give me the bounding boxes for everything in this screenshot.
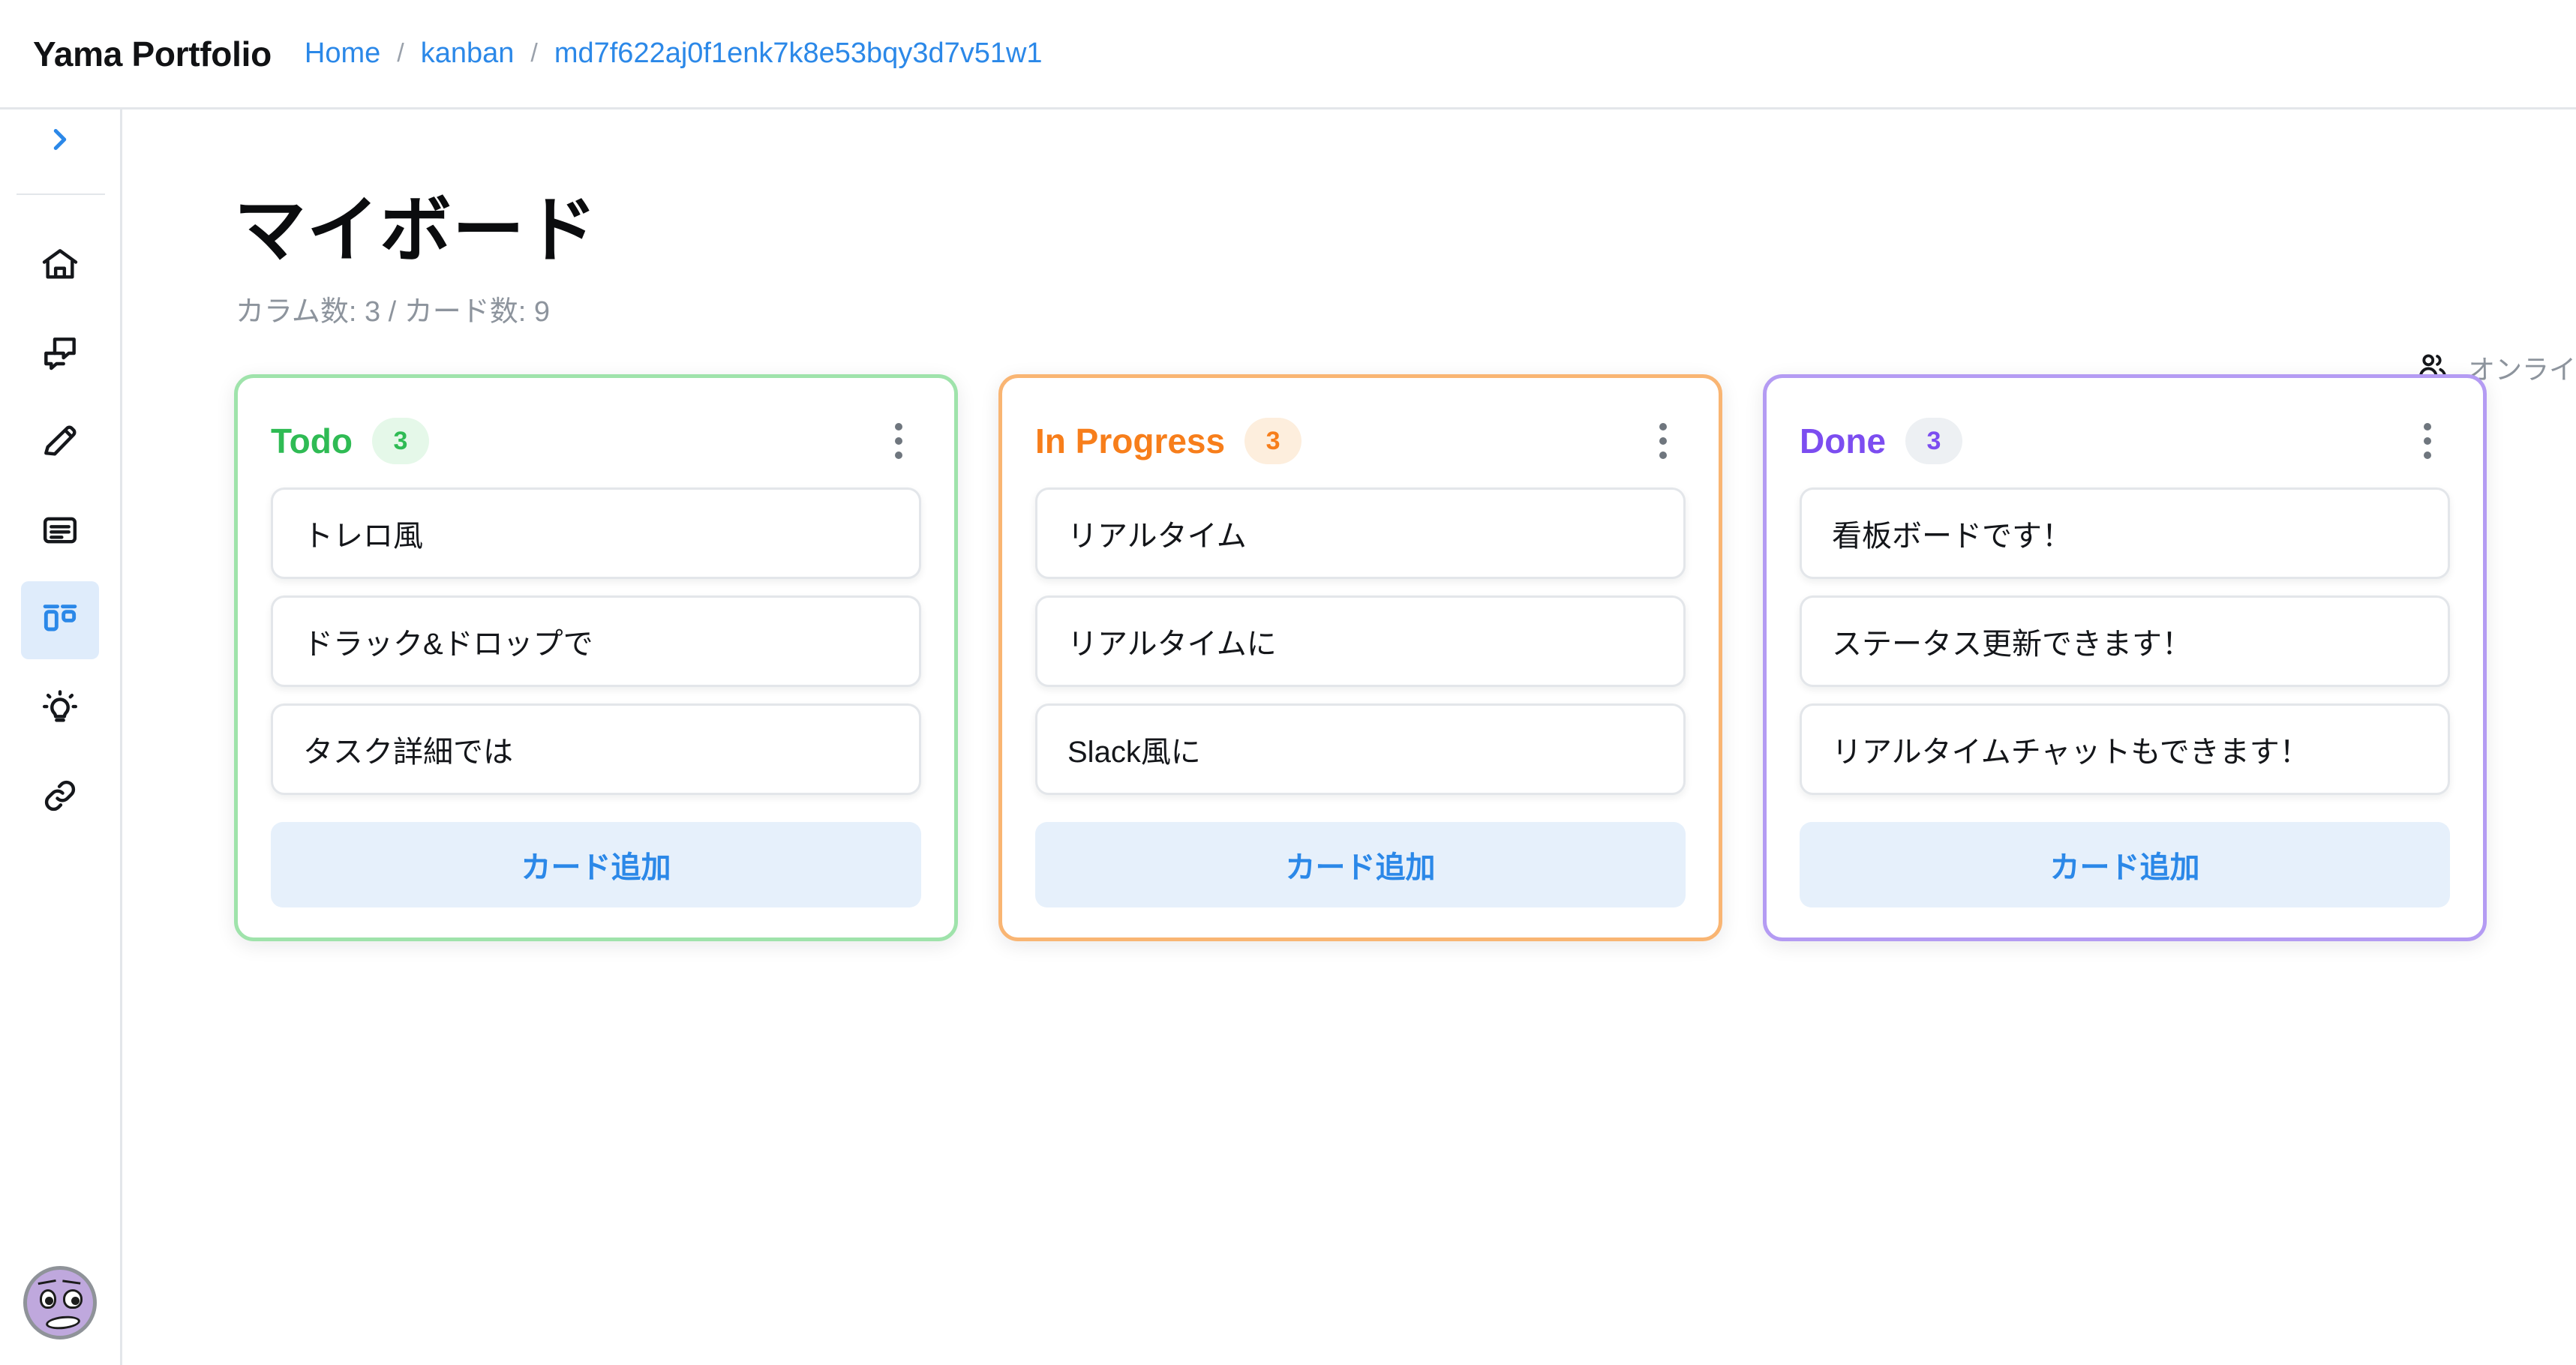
breadcrumb: Home / kanban / md7f622aj0f1enk7k8e53bqy3d7v… [305,38,1043,70]
brand-title: Yama Portfolio [33,34,272,74]
column-count-badge: 3 [371,418,429,464]
kanban-column: Todo 3 トレロ風ドラック&ドロップでタスク詳細ではカード追加 [234,374,958,941]
kanban-card[interactable]: Slack風に [1035,704,1686,795]
kanban-card[interactable]: リアルタイムに [1035,596,1686,687]
add-card-button[interactable]: カード追加 [1035,822,1686,908]
kanban-card[interactable]: リアルタイムチャットもできます！ [1800,704,2450,795]
avatar-eye-left [40,1289,56,1309]
sidebar-item-chat[interactable] [0,310,120,399]
column-header: In Progress 3 [1035,400,1686,482]
card-list: リアルタイムリアルタイムに Slack風に [1035,488,1686,795]
column-menu-icon[interactable] [876,412,921,470]
main-content: マイボード カラム数: 3 / カード数: 9 オンライ Todo 3 トレロ風ドラ… [125,112,2576,1365]
column-title: Todo [271,422,353,460]
article-icon [39,509,81,555]
kanban-card[interactable]: ドラック&ドロップで [271,596,921,687]
kanban-icon [39,598,81,644]
kanban-card[interactable]: リアルタイム [1035,488,1686,579]
sidebar-divider [17,194,105,195]
kanban-column: Done 3 看板ボードです！ ステータス更新できます！ リアルタイムチャットもできます… [1763,374,2487,941]
link-icon [39,775,81,820]
card-title: ドラック&ドロップで [303,628,593,661]
kanban-card[interactable]: 看板ボードです！ [1800,488,2450,579]
breadcrumb-separator: / [530,39,538,68]
pencil-icon [39,421,81,466]
sidebar-nav [0,222,120,842]
online-label: オンライ [2467,354,2576,385]
sidebar-item-kanban[interactable] [0,576,120,664]
sidebar [0,110,122,1365]
card-list: 看板ボードです！ ステータス更新できます！ リアルタイムチャットもできます！ [1800,488,2450,795]
breadcrumb-link-0[interactable]: Home [304,38,381,69]
kanban-column: In Progress 3 リアルタイムリアルタイムに Slack風にカード追加 [998,374,1722,941]
column-count-badge: 3 [1244,418,1302,464]
avatar-pupil-left [45,1297,53,1305]
card-title: リアルタイムチャットもできます！ [1832,736,2310,769]
home-icon [39,244,81,290]
avatar[interactable] [23,1266,97,1340]
breadcrumb-separator: / [397,39,404,68]
menu-dot [1659,423,1667,430]
add-card-button[interactable]: カード追加 [271,822,921,908]
column-header: Done 3 [1800,400,2450,482]
column-count-badge: 3 [1905,418,1962,464]
menu-dot [895,423,902,430]
kanban-card[interactable]: トレロ風 [271,488,921,579]
people-icon [2415,349,2450,387]
card-title: タスク詳細では [303,736,513,769]
app-header: Yama Portfolio Home / kanban / md7f622aj0f1e… [0,0,2576,110]
lightbulb-icon [39,686,81,732]
card-title: 看板ボードです！ [1832,520,2072,553]
sidebar-item-edit[interactable] [0,399,120,488]
sidebar-avatar-wrapper[interactable] [0,1266,120,1340]
sidebar-item-ideas[interactable] [0,664,120,753]
column-title: In Progress [1035,422,1226,460]
menu-dot [1659,452,1667,459]
breadcrumb-link-2[interactable]: kanban [420,38,515,69]
avatar-pupil-right [71,1297,80,1305]
sidebar-item-links[interactable] [0,753,120,842]
page-title: マイボード [234,190,598,271]
sidebar-item-home[interactable] [0,222,120,310]
column-header: Todo 3 [271,400,921,482]
avatar-mouth [45,1314,81,1331]
card-title: リアルタイム [1067,520,1247,553]
column-menu-icon[interactable] [1641,412,1686,470]
sidebar-toggle-button[interactable] [0,110,120,172]
add-card-button[interactable]: カード追加 [1800,822,2450,908]
menu-dot [1659,437,1667,445]
menu-dot [2424,452,2431,459]
kanban-card[interactable]: タスク詳細では [271,704,921,795]
menu-dot [2424,437,2431,445]
column-menu-icon[interactable] [2405,412,2450,470]
menu-dot [2424,423,2431,430]
menu-dot [895,452,902,459]
card-list: トレロ風ドラック&ドロップでタスク詳細では [271,488,921,795]
menu-dot [895,437,902,445]
chevron-right-icon [43,122,77,160]
card-title: リアルタイムに [1067,628,1277,661]
avatar-brow-left [38,1279,57,1288]
avatar-brow-right [62,1280,81,1288]
card-title: トレロ風 [303,520,423,553]
breadcrumb-link-4[interactable]: md7f622aj0f1enk7k8e53bqy3d7v51w1 [554,38,1043,69]
kanban-card[interactable]: ステータス更新できます！ [1800,596,2450,687]
column-title: Done [1800,422,1886,460]
card-title: ステータス更新できます！ [1832,628,2192,661]
online-indicator: オンライ [2415,348,2576,387]
card-title: Slack風に [1067,736,1201,769]
board-stats: カラム数: 3 / カード数: 9 [236,296,551,328]
chat-bubbles-icon [39,332,81,378]
sidebar-item-article[interactable] [0,488,120,576]
avatar-eye-right [63,1289,83,1309]
